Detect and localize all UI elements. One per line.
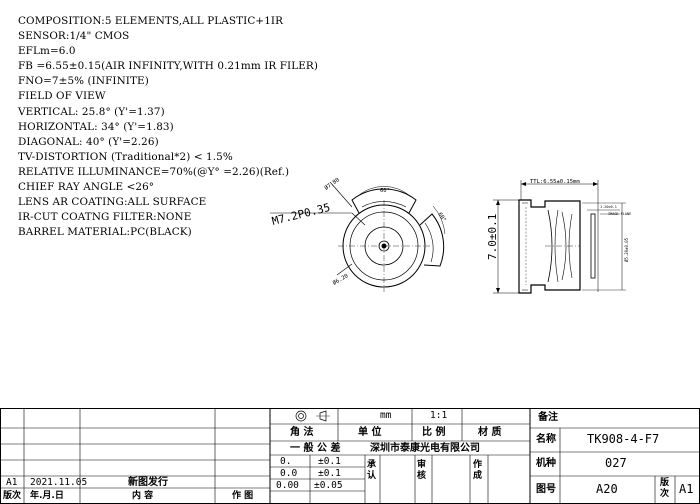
header-unit: 单 位 bbox=[358, 427, 382, 438]
history-rev: A1 bbox=[6, 477, 18, 488]
front-view bbox=[270, 181, 446, 292]
image-plane-label: IMAGE PLANE bbox=[608, 212, 631, 216]
projection-symbol-icon bbox=[295, 410, 330, 422]
revision-value: A1 bbox=[679, 482, 694, 496]
spec-line: TV-DISTORTION (Traditional*2) < 1.5% bbox=[18, 150, 233, 163]
side-view bbox=[493, 180, 626, 294]
tol-value-2: ±0.05 bbox=[314, 480, 343, 491]
spec-line: IR-CUT COATNG FILTER:NONE bbox=[18, 211, 192, 224]
history-desc: 新图发行 bbox=[128, 477, 168, 488]
history-date: 2021.11.05 bbox=[30, 477, 88, 488]
review-label: 审核 bbox=[417, 460, 427, 481]
spec-line: COMPOSITION:5 ELEMENTS,ALL PLASTIC+1IR bbox=[18, 15, 284, 27]
spec-line: HORIZONTAL: 34° (Y'=1.83) bbox=[18, 120, 174, 133]
tol-decimal-2: 0.00 bbox=[276, 480, 299, 491]
remark-label: 备注 bbox=[538, 412, 558, 423]
header-material: 材 质 bbox=[478, 427, 502, 438]
dia-top-label: Ø7.80 bbox=[323, 176, 341, 191]
tol-decimal-0: 0. bbox=[280, 456, 292, 467]
spec-line: FB =6.55±0.15(AIR INFINITY,WITH 0.21mm I… bbox=[18, 60, 319, 73]
unit-value: mm bbox=[380, 410, 392, 421]
spec-line: LENS AR COATING:ALL SURFACE bbox=[18, 196, 207, 209]
tolerance-title: 一 般 公 差 bbox=[290, 443, 341, 454]
spec-line: RELATIVE ILLUMINANCE=70%(@Y° =2.26)(Ref.… bbox=[18, 165, 290, 178]
model-label: 机种 bbox=[536, 458, 556, 469]
scale-value: 1:1 bbox=[430, 410, 448, 421]
drawing-no-value: A20 bbox=[596, 482, 618, 496]
company-name: 深圳市泰康光电有限公司 bbox=[370, 443, 480, 454]
side-dim-label: Ø5.20±0.05 bbox=[624, 237, 629, 262]
title-block-grid bbox=[0, 408, 700, 504]
lens-drawing: M7.2P0.35 Ø7.80 Ø6.20 60° 60° bbox=[270, 176, 631, 294]
spec-line: BARREL MATERIAL:PC(BLACK) bbox=[18, 226, 192, 239]
tol-decimal-1: 0.0 bbox=[280, 468, 298, 479]
spec-line: VERTICAL: 25.8° (Y'=1.37) bbox=[18, 105, 165, 118]
header-scale: 比 例 bbox=[422, 427, 446, 438]
col-rev: 版次 bbox=[3, 491, 22, 501]
drawing-no-label: 图号 bbox=[536, 484, 556, 495]
small-dim-label: 1.20±0.1 bbox=[600, 205, 617, 209]
spec-line: DIAGONAL: 40° (Y'=2.26) bbox=[18, 135, 159, 148]
tol-value-1: ±0.1 bbox=[318, 468, 341, 479]
model-value: 027 bbox=[605, 456, 627, 470]
spec-line: EFLm=6.0 bbox=[18, 45, 76, 58]
spec-line: FIELD OF VIEW bbox=[18, 90, 106, 103]
author-label: 作成 bbox=[473, 460, 483, 481]
spec-list: COMPOSITION:5 ELEMENTS,ALL PLASTIC+1IR S… bbox=[18, 14, 318, 240]
height-label: 7.0±0.1 bbox=[486, 214, 499, 260]
title-block: mm 1:1 备注 角 法 单 位 比 例 材 质 一 般 公 差 深圳市泰康光… bbox=[0, 408, 700, 504]
dia-bottom-label: Ø6.20 bbox=[332, 272, 350, 286]
revision-label: 版次 bbox=[660, 478, 670, 499]
spec-line: FNO=7±5% (INFINITE) bbox=[18, 75, 149, 88]
spec-line: SENSOR:1/4" CMOS bbox=[18, 30, 130, 43]
col-author: 作 图 bbox=[232, 491, 254, 501]
spec-line: CHIEF RAY ANGLE <26° bbox=[18, 181, 155, 194]
col-date: 年.月.日 bbox=[30, 491, 64, 501]
name-label: 名称 bbox=[536, 434, 556, 445]
approve-label: 承认 bbox=[367, 460, 377, 481]
ttl-label: TTL:6.55±0.15mm bbox=[530, 179, 580, 185]
name-value: TK908-4-F7 bbox=[587, 432, 660, 446]
tol-value-0: ±0.1 bbox=[318, 456, 341, 467]
thread-label: M7.2P0.35 bbox=[271, 201, 332, 228]
header-projection: 角 法 bbox=[290, 427, 314, 438]
angle-right-label: 60° bbox=[436, 212, 447, 224]
col-content: 内 容 bbox=[132, 491, 154, 501]
angle-top-label: 60° bbox=[380, 188, 390, 194]
